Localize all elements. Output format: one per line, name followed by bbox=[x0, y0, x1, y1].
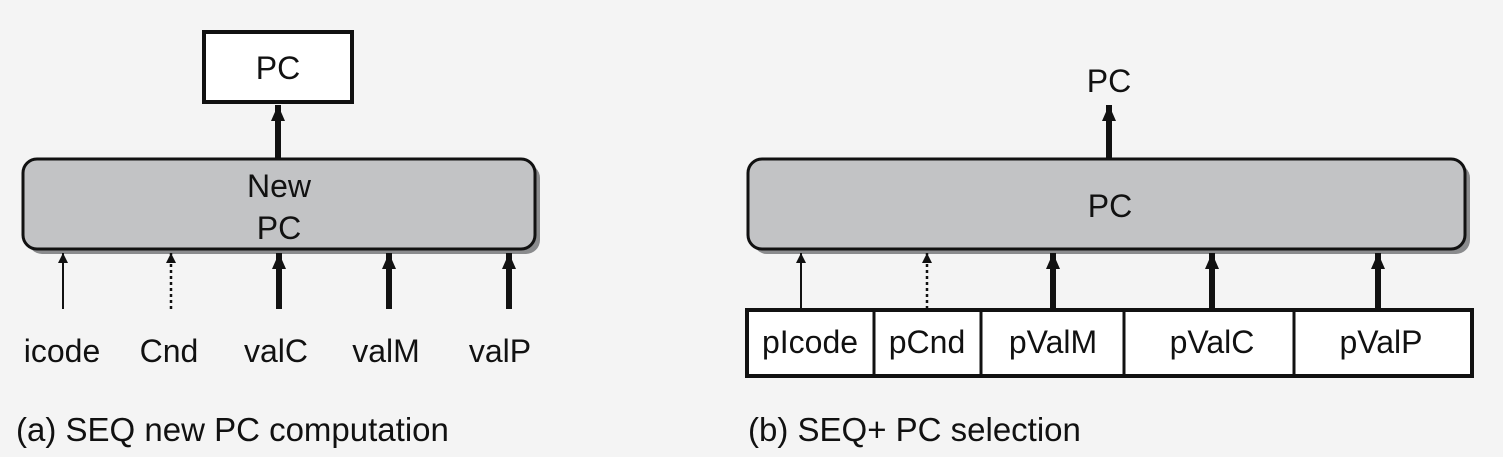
pc-selection-label: PC bbox=[1087, 188, 1133, 224]
input-label-icode: icode bbox=[23, 333, 101, 369]
register-field-pvalp: pValP bbox=[1339, 324, 1423, 360]
caption-b: (b) SEQ+ PC selection bbox=[748, 411, 1081, 448]
pc-selection-logic-block bbox=[746, 157, 1467, 251]
register-field-pvalm: pValM bbox=[1008, 324, 1098, 360]
panel-a bbox=[21, 30, 540, 309]
panel-b bbox=[745, 105, 1474, 378]
input-label-valp: valP bbox=[468, 333, 532, 369]
input-label-cnd: Cnd bbox=[139, 333, 199, 369]
input-label-valm: valM bbox=[352, 333, 420, 369]
new-pc-logic-block bbox=[21, 157, 537, 251]
pc-output-label: PC bbox=[1086, 63, 1132, 99]
input-label-valc: valC bbox=[243, 333, 309, 369]
pc-register-label: PC bbox=[255, 50, 301, 86]
pc-register-box bbox=[202, 30, 354, 104]
new-pc-label-line1: New bbox=[246, 168, 312, 204]
new-pc-label-line2: PC bbox=[256, 210, 302, 246]
pipeline-register bbox=[745, 308, 1474, 378]
register-field-pcnd: pCnd bbox=[888, 324, 966, 360]
register-field-pvalc: pValC bbox=[1169, 324, 1255, 360]
register-field-picode: pIcode bbox=[761, 324, 859, 360]
caption-a: (a) SEQ new PC computation bbox=[16, 411, 449, 448]
